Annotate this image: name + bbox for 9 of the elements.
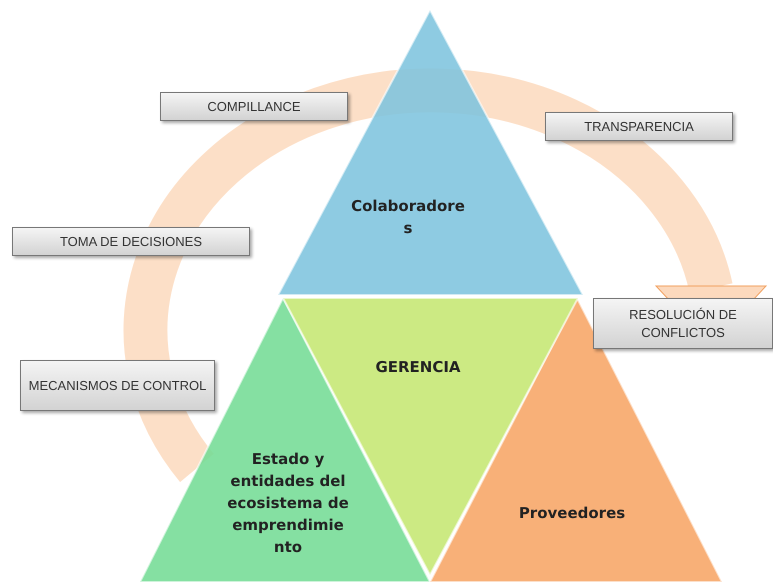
segment-label: GERENCIA [374,357,462,378]
label-box: MECANISMOS DE CONTROL [20,360,215,411]
label-box: TOMA DE DECISIONES [12,227,250,256]
label-box: RESOLUCIÓN DE CONFLICTOS [593,298,773,349]
label-box: TRANSPARENCIA [545,112,733,141]
segment-label: Colaboradore s [350,196,466,239]
segment-label: Estado y entidades del ecosistema de emprendimie nto [226,449,350,558]
label-box: COMPILLANCE [160,92,348,121]
segment-label: Proveedores [518,503,626,524]
